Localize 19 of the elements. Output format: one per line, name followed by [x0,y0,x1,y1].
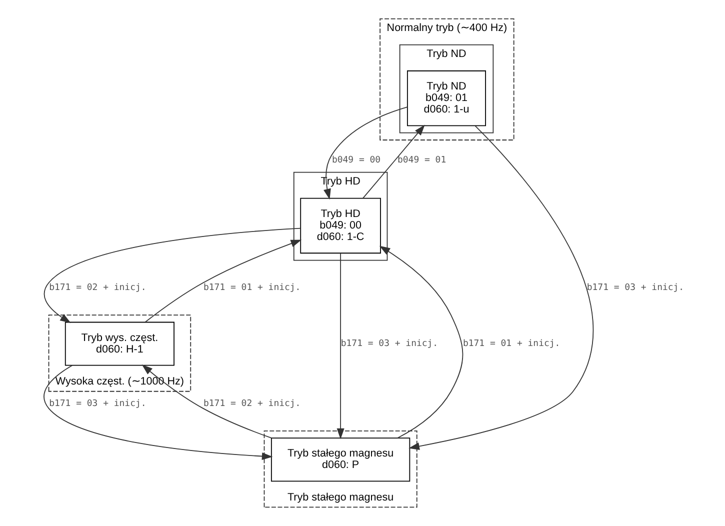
arrow [323,106,408,200]
arrow [141,364,272,438]
edge-label: b171 = 01 + inicj. [462,339,560,350]
edge-label: b171 = 03 + inicj. [48,398,146,409]
edge-label: b171 = 02 + inicj. [203,398,300,409]
edge-label: b049 = 00 [331,155,380,166]
edge-label: b171 = 01 + inicj. [203,282,300,293]
arrow [336,252,344,440]
node-box: Tryb HD b049: 00 d060: 1-C [300,198,380,254]
node-box: Tryb stałego magnesu d060: P [270,438,410,482]
edge-label: b171 = 02 + inicj. [48,282,146,293]
edge-label: b049 = 01 [397,155,446,166]
arrow [362,124,424,199]
arrow [43,228,301,323]
node-box: Tryb ND b049: 01 d060: 1-u [406,70,486,126]
node-box: Tryb wys. częst. d060: H-1 [64,322,174,366]
edge-label: b171 = 03 + inicj. [586,282,684,293]
edge-label: b171 = 03 + inicj. [340,339,438,350]
arrow [43,364,272,460]
